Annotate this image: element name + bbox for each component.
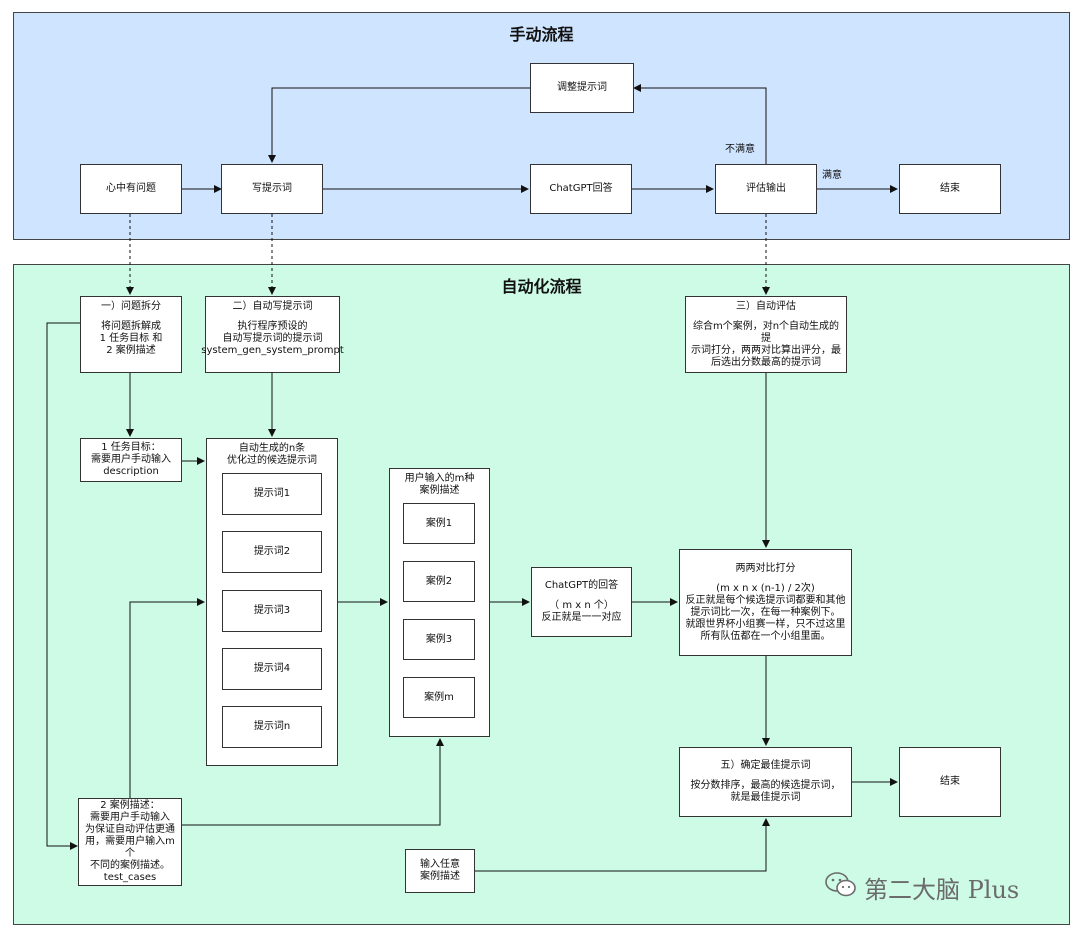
- pairwise-title: 两两对比打分: [735, 562, 796, 574]
- case-description-line: 2 案例描述：: [100, 800, 160, 811]
- split-line: 将问题拆解成: [101, 321, 161, 332]
- task-goal-line: 需要用户手动输入: [91, 454, 171, 465]
- arrow-casedesc-candidates: [129, 598, 205, 798]
- split-title: 一）问题拆分: [101, 301, 161, 312]
- case-item: 案例3: [403, 619, 475, 660]
- auto-write-title: 二）自动写提示词: [232, 301, 313, 312]
- candidate-prompt-label: 提示词1: [253, 488, 291, 499]
- case-description-line: 不同的案例描述。: [90, 860, 170, 871]
- candidate-prompt-item: 提示词4: [222, 648, 322, 690]
- chatgpt-answer-label: ChatGPT回答: [549, 183, 613, 194]
- chatgpt-answers-title: ChatGPT的回答: [544, 580, 619, 591]
- evaluate-output-box: 评估输出: [715, 164, 817, 214]
- auto-eval-line: 综合m个案例，对n个自动生成的提: [692, 321, 840, 344]
- adjust-prompt-box: 调整提示词: [530, 63, 634, 113]
- candidates-title: 自动生成的n条: [238, 443, 306, 454]
- pairwise-line: 反正就是每个候选提示词都要和其他: [685, 594, 846, 606]
- satisfied-label: 满意: [822, 170, 842, 181]
- auto-write-line: 执行程序预设的: [237, 321, 308, 332]
- auto-write-line: system_gen_system_prompt: [201, 345, 344, 356]
- case-description-line: 用，需要用户输入m个: [85, 836, 175, 859]
- cases-title: 用户输入的m种: [404, 473, 475, 484]
- manual-flow-title: 手动流程: [509, 25, 574, 44]
- case-label: 案例2: [425, 575, 453, 587]
- adjust-prompt-label: 调整提示词: [557, 82, 607, 93]
- candidate-prompt-label: 提示词4: [253, 663, 291, 674]
- pairwise-line: 所有队伍都在一个小组里面。: [700, 630, 831, 642]
- write-prompt-label: 写提示词: [252, 183, 292, 194]
- chatgpt-answers-line: （ m x n 个）: [549, 600, 614, 611]
- arrow-split-casedesc: [46, 322, 80, 850]
- watermark-text: 第二大脑 Plus: [864, 876, 1020, 904]
- case-description-line: 为保证自动评估更通: [85, 824, 175, 835]
- pairwise-scoring-box: 两两对比打分 (m x n x (n-1) / 2次) 反正就是每个候选提示词都…: [679, 549, 852, 656]
- candidate-prompt-item: 提示词2: [222, 531, 322, 573]
- task-goal-line: 1 任务目标：: [101, 442, 161, 453]
- arrow-adjust-write: [268, 87, 530, 163]
- any-case-box: 输入任意 案例描述: [405, 849, 475, 893]
- wechat-icon: [824, 871, 858, 905]
- evaluate-output-label: 评估输出: [746, 183, 786, 194]
- heart-question-box: 心中有问题: [80, 164, 182, 214]
- best-prompt-box: 五）确定最佳提示词 按分数排序，最高的候选提示词， 就是最佳提示词: [679, 747, 852, 817]
- watermark: 第二大脑 Plus: [824, 870, 1019, 905]
- manual-end-label: 结束: [940, 183, 960, 194]
- case-description-line: 需要用户手动输入: [90, 812, 170, 823]
- heart-question-label: 心中有问题: [106, 183, 156, 194]
- candidate-prompt-item: 提示词n: [222, 706, 322, 748]
- case-label: 案例3: [425, 633, 453, 645]
- best-prompt-title: 五）确定最佳提示词: [720, 760, 811, 771]
- candidates-title: 优化过的候选提示词: [227, 455, 317, 466]
- case-label: 案例1: [425, 517, 453, 529]
- auto-write-box: 二）自动写提示词 执行程序预设的 自动写提示词的提示词 system_gen_s…: [201, 296, 344, 373]
- candidate-prompt-label: 提示词n: [253, 721, 291, 732]
- case-description-box: 2 案例描述： 需要用户手动输入 为保证自动评估更通 用，需要用户输入m个 不同…: [78, 798, 182, 886]
- any-case-line: 案例描述: [420, 871, 460, 882]
- split-line: 2 案例描述: [106, 345, 156, 356]
- split-box: 一）问题拆分 将问题拆解成 1 任务目标 和 2 案例描述: [80, 296, 182, 373]
- pairwise-line: 提示词比一次，在每一种案例下。: [690, 606, 841, 618]
- chatgpt-answers-box: ChatGPT的回答 （ m x n 个） 反正就是一一对应: [531, 567, 632, 637]
- auto-eval-line: 示词打分，两两对比算出评分，最: [691, 345, 841, 356]
- auto-eval-line: 后选出分数最高的提示词: [711, 357, 821, 368]
- candidate-prompt-label: 提示词3: [253, 605, 291, 616]
- case-label: 案例m: [424, 691, 454, 703]
- auto-eval-box: 三）自动评估 综合m个案例，对n个自动生成的提 示词打分，两两对比算出评分，最 …: [685, 296, 847, 373]
- auto-end-box: 结束: [899, 747, 1001, 817]
- candidate-prompt-item: 提示词1: [222, 473, 322, 515]
- task-goal-line: description: [103, 466, 159, 477]
- chatgpt-answer-box: ChatGPT回答: [530, 164, 632, 214]
- any-case-line: 输入任意: [420, 859, 460, 870]
- chatgpt-answers-line: 反正就是一一对应: [541, 612, 622, 623]
- write-prompt-box: 写提示词: [221, 164, 323, 214]
- arrow-evaluate-adjust: [633, 84, 767, 164]
- arrow-casedesc-cases: [182, 738, 444, 826]
- case-item: 案例2: [403, 561, 475, 602]
- case-item: 案例1: [403, 503, 475, 544]
- auto-write-line: 自动写提示词的提示词: [222, 333, 323, 344]
- arrow-anycase-best: [475, 818, 770, 872]
- unsatisfied-label: 不满意: [725, 144, 755, 155]
- candidate-prompt-label: 提示词2: [253, 546, 291, 557]
- case-item: 案例m: [403, 677, 475, 718]
- auto-eval-title: 三）自动评估: [736, 301, 796, 312]
- case-description-line: test_cases: [103, 872, 157, 883]
- best-prompt-line: 就是最佳提示词: [730, 792, 801, 803]
- pairwise-line: 就跟世界杯小组赛一样，只不过这里: [685, 618, 846, 630]
- candidate-prompt-item: 提示词3: [222, 590, 322, 632]
- task-goal-box: 1 任务目标： 需要用户手动输入 description: [80, 438, 182, 482]
- cases-title: 案例描述: [419, 485, 460, 496]
- auto-flow-title: 自动化流程: [501, 277, 582, 296]
- auto-end-label: 结束: [940, 776, 960, 787]
- manual-end-box: 结束: [899, 164, 1001, 214]
- best-prompt-line: 按分数排序，最高的候选提示词，: [690, 780, 841, 791]
- split-line: 1 任务目标 和: [99, 333, 163, 344]
- pairwise-line: (m x n x (n-1) / 2次): [716, 582, 815, 594]
